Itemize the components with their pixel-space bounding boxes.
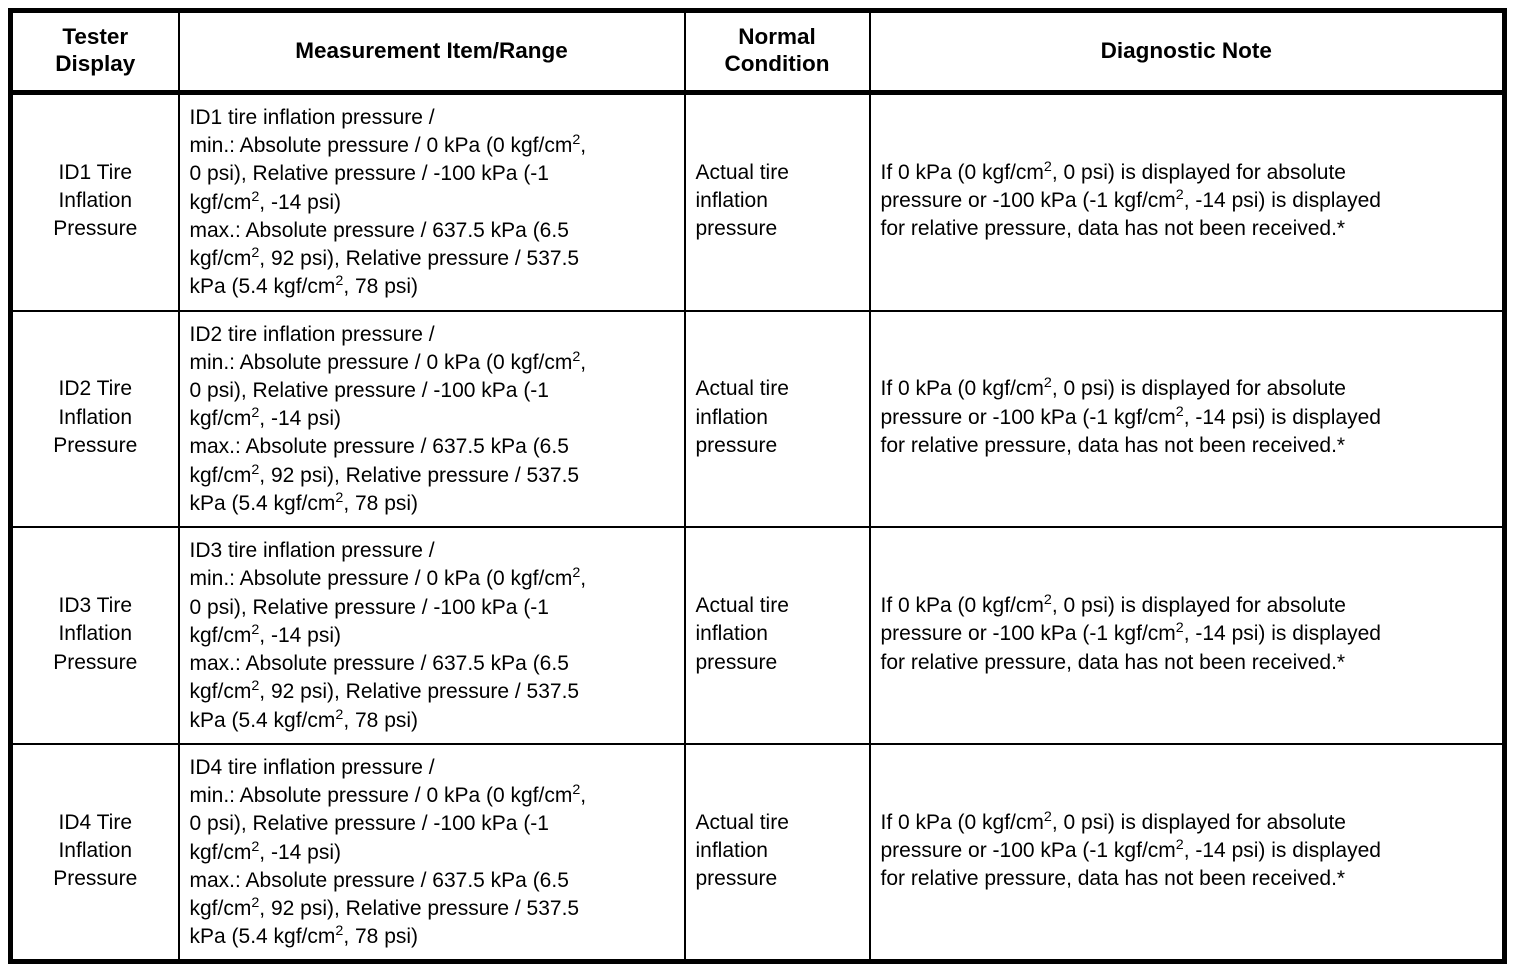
superscript-two: 2 xyxy=(1043,375,1052,392)
note-part-b: , 0 psi) is displayed for absolute press… xyxy=(880,594,1346,646)
measurement-min-part-a: min.: Absolute pressure / 0 kPa (0 kgf/c… xyxy=(189,350,573,374)
superscript-two: 2 xyxy=(251,621,260,638)
measurement-max-part-b: , 92 psi), Relative pressure / 537.5 kPa… xyxy=(189,463,580,515)
note-part-b: , 0 psi) is displayed for absolute press… xyxy=(880,377,1346,429)
cell-tester-display: ID3 Tire Inflation Pressure xyxy=(10,527,180,745)
superscript-two: 2 xyxy=(1043,808,1052,825)
cell-normal-condition: Actual tire inflation pressure xyxy=(684,92,871,312)
superscript-two: 2 xyxy=(251,461,260,478)
header-row: Tester Display Measurement Item/Range No… xyxy=(10,10,1505,95)
cell-normal-condition: Actual tire inflation pressure xyxy=(684,527,871,745)
measurement-min-part-a: min.: Absolute pressure / 0 kPa (0 kgf/c… xyxy=(189,784,573,808)
note-part-a: If 0 kPa (0 kgf/cm xyxy=(880,594,1044,618)
cell-normal-condition: Actual tire inflation pressure xyxy=(684,310,871,529)
measurement-max-part-a: max.: Absolute pressure / 637.5 kPa (6.5… xyxy=(189,652,569,704)
measurement-max-part-c: , 78 psi) xyxy=(343,275,419,299)
note-part-b: , 0 psi) is displayed for absolute press… xyxy=(880,160,1346,213)
superscript-two: 2 xyxy=(1043,158,1052,175)
table-row: ID4 Tire Inflation Pressure ID4 tire inf… xyxy=(10,743,1505,962)
measurement-min-part-b: , 0 psi), Relative pressure / -100 kPa (… xyxy=(189,784,587,864)
superscript-two: 2 xyxy=(572,348,581,365)
cell-diagnostic-note: If 0 kPa (0 kgf/cm2, 0 psi) is displayed… xyxy=(869,310,1505,529)
cell-diagnostic-note: If 0 kPa (0 kgf/cm2, 0 psi) is displayed… xyxy=(870,744,1505,962)
measurement-max-part-c: , 78 psi) xyxy=(343,491,419,515)
superscript-two: 2 xyxy=(1175,837,1184,853)
superscript-two: 2 xyxy=(572,782,581,799)
superscript-two: 2 xyxy=(251,405,260,422)
measurement-title: ID4 tire inflation pressure / xyxy=(189,755,435,779)
table-row: ID2 Tire Inflation Pressure ID2 tire inf… xyxy=(10,310,1505,529)
column-header-normal-condition: Normal Condition xyxy=(684,10,871,95)
measurement-max-part-a: max.: Absolute pressure / 637.5 kPa (6.5… xyxy=(189,868,569,920)
cell-diagnostic-note: If 0 kPa (0 kgf/cm2, 0 psi) is displayed… xyxy=(869,527,1505,745)
measurement-max-part-c: , 78 psi) xyxy=(343,925,419,949)
superscript-two: 2 xyxy=(1043,592,1052,609)
cell-normal-condition: Actual tire inflation pressure xyxy=(684,743,871,962)
cell-tester-display: ID1 Tire Inflation Pressure xyxy=(10,92,180,312)
measurement-title: ID2 tire inflation pressure / xyxy=(189,322,435,346)
measurement-min-part-c: , -14 psi) xyxy=(259,840,341,864)
measurement-max-part-a: max.: Absolute pressure / 637.5 kPa (6.5… xyxy=(189,218,569,271)
measurement-max-part-b: , 92 psi), Relative pressure / 537.5 kPa… xyxy=(189,896,580,949)
column-header-measurement-item-range: Measurement Item/Range xyxy=(178,10,686,95)
column-header-diagnostic-note: Diagnostic Note xyxy=(869,10,1505,95)
superscript-two: 2 xyxy=(335,706,344,723)
superscript-two: 2 xyxy=(1175,187,1184,204)
superscript-two: 2 xyxy=(251,678,260,695)
cell-tester-display: ID4 Tire Inflation Pressure xyxy=(10,743,180,962)
measurement-title: ID1 tire inflation pressure / xyxy=(189,105,435,129)
measurement-min-part-a: min.: Absolute pressure / 0 kPa (0 kgf/c… xyxy=(189,134,573,158)
tpms-measurement-spec-table: Tester Display Measurement Item/Range No… xyxy=(8,8,1507,965)
measurement-min-part-b: , 0 psi), Relative pressure / -100 kPa (… xyxy=(189,567,587,647)
cell-tester-display: ID2 Tire Inflation Pressure xyxy=(10,310,180,529)
measurement-min-part-c: , -14 psi) xyxy=(259,190,341,214)
cell-measurement-item-range: ID2 tire inflation pressure / min.: Abso… xyxy=(178,310,686,529)
measurement-min-part-b: , 0 psi), Relative pressure / -100 kPa (… xyxy=(189,350,587,431)
measurement-title: ID3 tire inflation pressure / xyxy=(189,539,435,563)
note-part-c: , -14 psi) is displayed for relative pre… xyxy=(880,622,1381,674)
superscript-two: 2 xyxy=(251,245,260,262)
measurement-max-part-b: , 92 psi), Relative pressure / 537.5 kPa… xyxy=(189,247,580,299)
superscript-two: 2 xyxy=(572,132,581,149)
measurement-max-part-c: , 78 psi) xyxy=(343,708,419,732)
table-body: ID1 Tire Inflation Pressure ID1 tire inf… xyxy=(10,92,1505,962)
note-part-a: If 0 kPa (0 kgf/cm xyxy=(880,160,1044,184)
note-part-c: , -14 psi) is displayed for relative pre… xyxy=(880,189,1381,241)
superscript-two: 2 xyxy=(335,923,344,940)
note-part-a: If 0 kPa (0 kgf/cm xyxy=(880,377,1044,401)
superscript-two: 2 xyxy=(335,273,344,290)
column-header-tester-display: Tester Display xyxy=(10,10,180,95)
superscript-two: 2 xyxy=(335,489,344,506)
cell-diagnostic-note: If 0 kPa (0 kgf/cm2, 0 psi) is displayed… xyxy=(869,92,1505,312)
measurement-max-part-a: max.: Absolute pressure / 637.5 kPa (6.5… xyxy=(189,435,569,487)
superscript-two: 2 xyxy=(1175,620,1184,637)
note-part-c: , -14 psi) is displayed for relative pre… xyxy=(880,405,1381,457)
note-part-a: If 0 kPa (0 kgf/cm xyxy=(880,810,1044,834)
measurement-max-part-b: , 92 psi), Relative pressure / 537.5 kPa… xyxy=(189,680,580,732)
measurement-min-part-a: min.: Absolute pressure / 0 kPa (0 kgf/c… xyxy=(189,567,573,591)
measurement-min-part-c: , -14 psi) xyxy=(259,407,341,431)
measurement-min-part-c: , -14 psi) xyxy=(259,623,341,647)
table-row: ID1 Tire Inflation Pressure ID1 tire inf… xyxy=(10,92,1505,312)
superscript-two: 2 xyxy=(1175,403,1184,420)
note-part-b: , 0 psi) is displayed for absolute press… xyxy=(880,810,1346,862)
cell-measurement-item-range: ID1 tire inflation pressure / min.: Abso… xyxy=(178,92,686,312)
cell-measurement-item-range: ID4 tire inflation pressure / min.: Abso… xyxy=(178,743,686,962)
superscript-two: 2 xyxy=(251,838,260,855)
measurement-min-part-b: , 0 psi), Relative pressure / -100 kPa (… xyxy=(189,134,587,214)
superscript-two: 2 xyxy=(251,894,260,911)
table-row: ID3 Tire Inflation Pressure ID3 tire inf… xyxy=(10,527,1505,745)
cell-measurement-item-range: ID3 tire inflation pressure / min.: Abso… xyxy=(178,527,686,745)
superscript-two: 2 xyxy=(251,188,260,205)
note-part-c: , -14 psi) is displayed for relative pre… xyxy=(880,839,1381,891)
superscript-two: 2 xyxy=(572,565,581,582)
table-header: Tester Display Measurement Item/Range No… xyxy=(10,10,1505,95)
